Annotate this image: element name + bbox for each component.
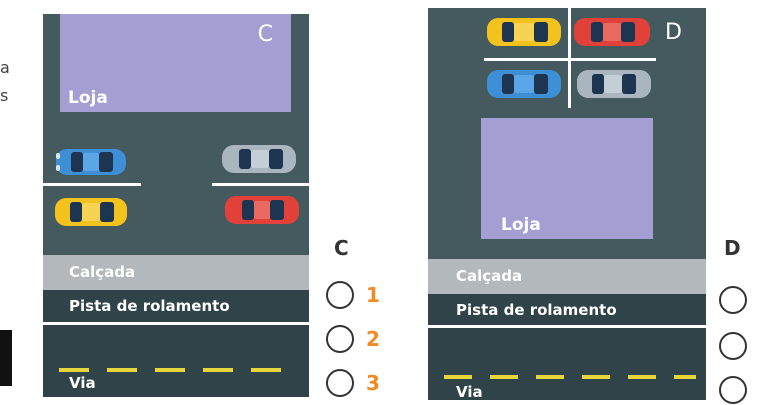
fragment-bar xyxy=(0,330,12,386)
radio-c-3[interactable] xyxy=(326,369,354,397)
panel-d-road-dash xyxy=(536,375,564,379)
car-blue xyxy=(53,147,129,177)
panel-c-lane-label: Pista de rolamento xyxy=(69,297,230,315)
answer-column-c-letter: C xyxy=(334,236,349,260)
panel-c-sidewalk-label: Calçada xyxy=(69,263,136,281)
panel-c-road-label: Via xyxy=(69,374,96,392)
option-number-1: 1 xyxy=(366,283,380,307)
answer-column-d-letter: D xyxy=(724,236,741,260)
panel-d-sidewalk: Calçada xyxy=(428,259,706,294)
panel-c-lane-divider xyxy=(43,322,309,325)
panel-c-parking-line-left xyxy=(43,183,141,186)
car-blue xyxy=(484,68,564,100)
option-number-2: 2 xyxy=(366,327,380,351)
panel-c-road-dash xyxy=(251,368,281,372)
panel-c-road: Via xyxy=(43,325,309,397)
panel-d-road-label: Via xyxy=(456,383,483,401)
panel-c-lane: Pista de rolamento xyxy=(43,290,309,322)
panel-d-road-dash xyxy=(674,375,696,379)
radio-d-1[interactable] xyxy=(719,286,747,314)
car-gray xyxy=(219,143,299,175)
panel-c-sidewalk: Calçada xyxy=(43,255,309,290)
panel-c-store-label: Loja xyxy=(68,88,108,108)
car-red xyxy=(222,194,302,226)
radio-d-3[interactable] xyxy=(719,376,747,404)
car-yellow xyxy=(52,196,130,228)
panel-c-store-letter: C xyxy=(257,22,273,47)
panel-d-road-dash xyxy=(490,375,518,379)
panel-c-parking-line-right xyxy=(212,183,309,186)
radio-d-2[interactable] xyxy=(719,332,747,360)
panel-d-road-dash xyxy=(582,375,610,379)
panel-d-road-dash xyxy=(628,375,656,379)
panel-d-lane-label: Pista de rolamento xyxy=(456,301,617,319)
car-red xyxy=(571,16,653,48)
panel-d-parking-line-horizontal xyxy=(484,58,656,61)
panel-c-store: C Loja xyxy=(60,14,291,112)
panel-c-road-dash xyxy=(107,368,137,372)
panel-c-road-dash xyxy=(59,368,89,372)
car-gray xyxy=(574,68,654,100)
radio-c-2[interactable] xyxy=(326,325,354,353)
panel-d-road-dash xyxy=(444,375,472,379)
car-yellow xyxy=(484,16,564,48)
option-number-3: 3 xyxy=(366,371,380,395)
fragment-text-s: s xyxy=(0,86,9,105)
panel-c-road-dash xyxy=(155,368,185,372)
panel-d-store: Loja xyxy=(481,118,653,239)
panel-d-road: Via xyxy=(428,328,706,401)
panel-d-store-label: Loja xyxy=(501,215,541,235)
panel-d-lane: Pista de rolamento xyxy=(428,294,706,325)
fragment-text-a: a xyxy=(0,58,10,77)
panel-d-lane-divider xyxy=(428,325,706,328)
radio-c-1[interactable] xyxy=(326,281,354,309)
panel-d-store-letter: D xyxy=(665,20,682,45)
panel-c-road-dash xyxy=(203,368,233,372)
panel-d-sidewalk-label: Calçada xyxy=(456,267,523,285)
